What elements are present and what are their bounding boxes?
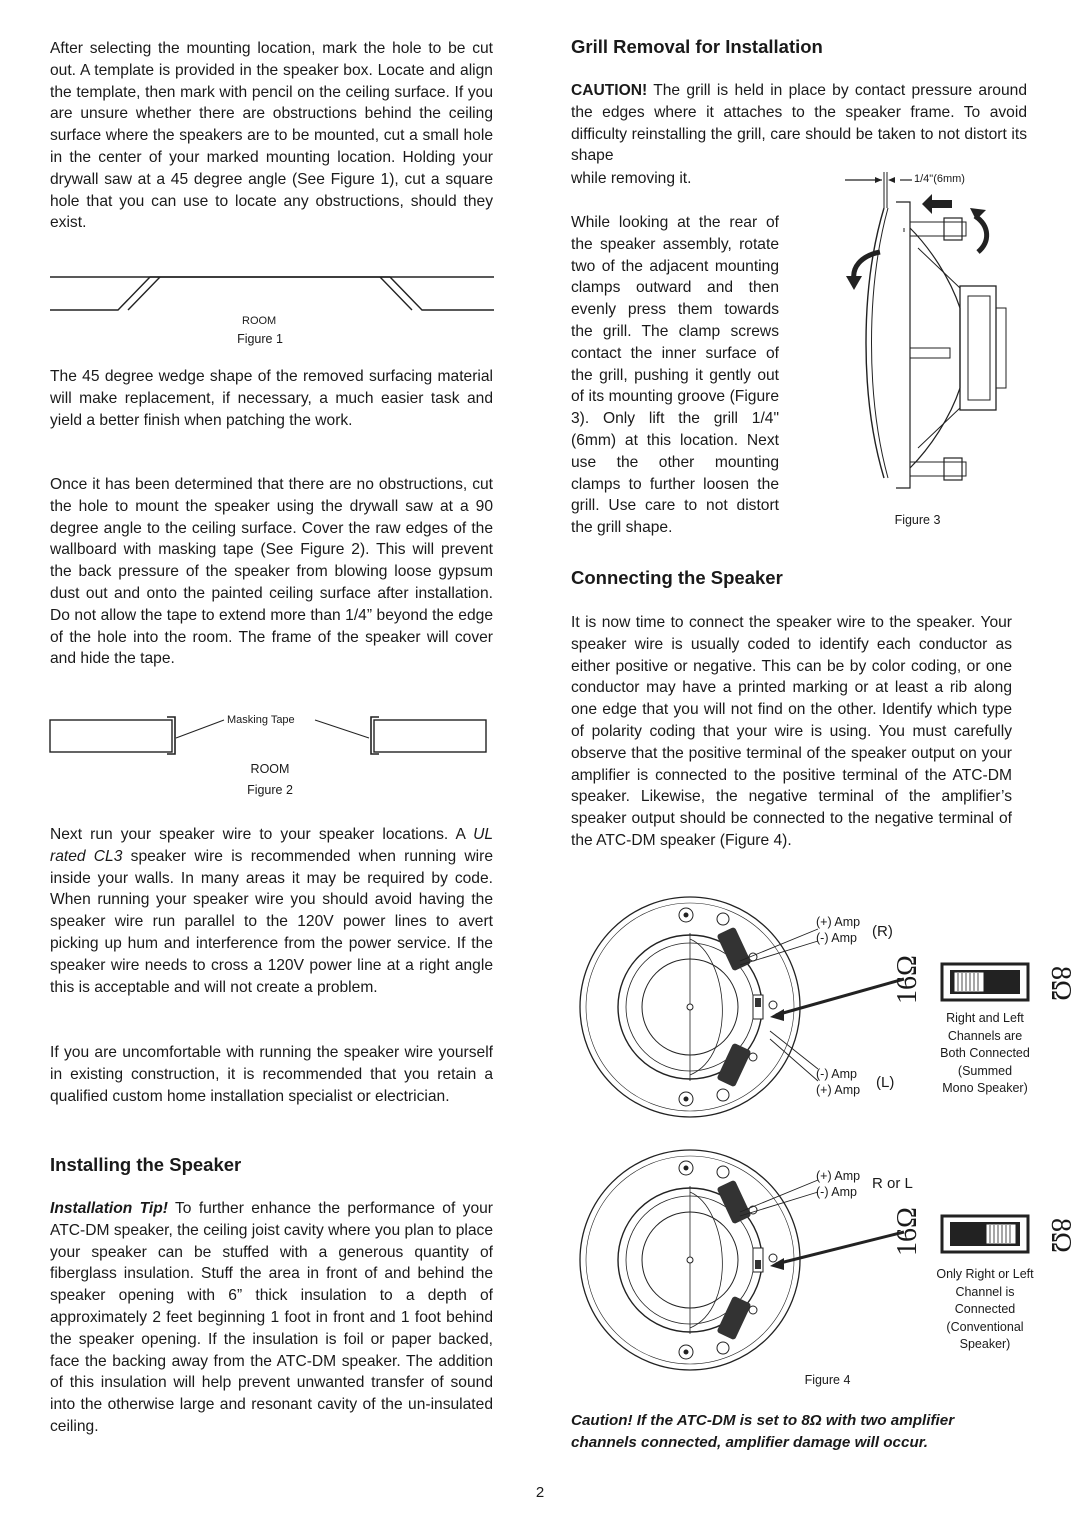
caution-label: CAUTION!: [571, 82, 648, 99]
connecting-heading: Connecting the Speaker: [571, 567, 783, 588]
top-channel-r: (R): [872, 923, 893, 940]
top-note-line: Right and Left: [946, 1011, 1024, 1025]
figure-4-top-ohm-8: 8Ω: [1045, 966, 1076, 1001]
figure-4-bottom-switch: [940, 1214, 1030, 1254]
bottom-note-line: Speaker): [959, 1337, 1011, 1351]
tip-label: Installation Tip!: [50, 1200, 168, 1217]
bottom-note-line: Channel is: [955, 1284, 1015, 1299]
top-minus-amp-r: (-) Amp: [816, 931, 857, 945]
figure-1-room-label: ROOM: [242, 315, 277, 327]
grill-heading: Grill Removal for Installation: [571, 36, 823, 57]
bottom-plus-amp: (+) Amp: [816, 1169, 861, 1183]
figure-4-caption: Figure 4: [804, 1373, 851, 1387]
rotate-paragraph: While looking at the rear of the speaker…: [571, 214, 779, 537]
caution-tail: while removing it.: [571, 170, 692, 187]
figure-4-bottom-ohm-16: 16Ω: [892, 1207, 923, 1256]
top-minus-amp-l: (-) Amp: [816, 1067, 857, 1081]
bottom-note: Only Right or Left Channel is Connected …: [924, 1266, 1046, 1354]
figure-4-top-switch: [940, 962, 1030, 1002]
figure-2-caption: Figure 2: [247, 783, 293, 797]
figure-2-room-label: ROOM: [250, 762, 290, 776]
figure-4-top-wiring: [739, 928, 905, 1082]
bottom-minus-amp: (-) Amp: [816, 1185, 857, 1199]
final-caution: Caution! If the ATC-DM is set to 8Ω with…: [571, 1412, 955, 1451]
connecting-paragraph: It is now time to connect the speaker wi…: [571, 614, 1012, 849]
top-plus-amp-r: (+) Amp: [816, 915, 861, 929]
top-note-line: Both Connected: [940, 1046, 1030, 1060]
figure-4-bottom-wiring: [739, 1179, 905, 1270]
wire-rating: UL rated CL3: [50, 826, 493, 865]
bottom-channel: R or L: [872, 1175, 913, 1192]
figure-1-caption: Figure 1: [237, 332, 283, 346]
figure-3-caption: Figure 3: [894, 513, 941, 527]
top-note-line: Channels are: [947, 1028, 1023, 1043]
figure-3-drawing: [845, 172, 1007, 489]
figure-4-bottom-ohm-8: 8Ω: [1045, 1218, 1076, 1253]
top-note-line: (Summed: [957, 1063, 1013, 1078]
figure-4-bottom-speaker: [579, 1149, 801, 1371]
bottom-note-line: (Conventional: [946, 1319, 1024, 1334]
intro-paragraph: After selecting the mounting location, m…: [50, 40, 493, 232]
caution-paragraph: CAUTION! The grill is held in place by c…: [571, 82, 1027, 165]
page-number: 2: [535, 1484, 545, 1501]
figure-2-drawing: [49, 716, 487, 755]
top-plus-amp-l: (+) Amp: [816, 1083, 861, 1097]
installation-tip-paragraph: Installation Tip! To further enhance the…: [50, 1200, 493, 1435]
figure-1-drawing: [50, 276, 494, 311]
wire-paragraph: Next run your speaker wire to your speak…: [50, 826, 493, 996]
uncomfortable-paragraph: If you are uncomfortable with running th…: [50, 1044, 493, 1105]
figure-3-dimension: 1/4"(6mm): [914, 173, 965, 185]
bottom-note-line: Only Right or Left: [936, 1267, 1034, 1281]
cut-paragraph: Once it has been determined that there a…: [50, 476, 493, 668]
figure-4-top-ohm-16: 16Ω: [892, 955, 923, 1004]
installing-heading: Installing the Speaker: [50, 1154, 242, 1175]
top-note: Right and Left Channels are Both Connect…: [924, 1010, 1046, 1098]
top-channel-l: (L): [876, 1074, 895, 1091]
bottom-note-line: Connected: [954, 1302, 1016, 1316]
wedge-paragraph: The 45 degree wedge shape of the removed…: [50, 368, 493, 429]
top-note-line: Mono Speaker): [942, 1081, 1028, 1095]
figure-2-tape-label: Masking Tape: [227, 714, 295, 726]
